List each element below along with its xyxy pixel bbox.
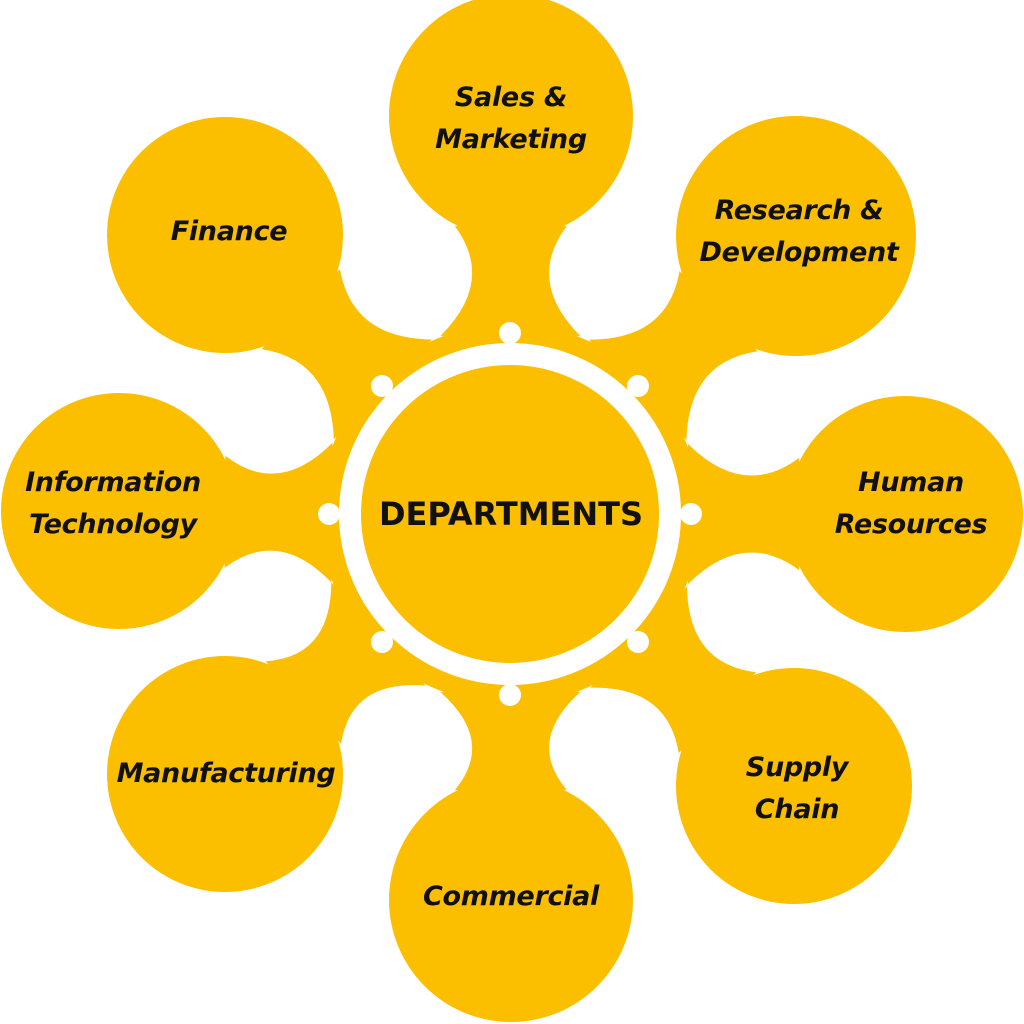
connector-neck (440, 225, 581, 337)
label-line: Chain (754, 794, 840, 825)
node-label-manufacturing: Manufacturing (117, 753, 336, 795)
node-label-supply-chain: Supply Chain (745, 747, 849, 831)
connector-neck (440, 691, 581, 791)
node-circle-finance (107, 117, 343, 353)
ring-dot (499, 684, 521, 706)
node-label-finance: Finance (171, 211, 288, 253)
label-line: Research & (714, 195, 884, 226)
label-line: Finance (170, 216, 288, 247)
label-line: Technology (29, 509, 197, 540)
white-ring (339, 343, 681, 685)
connector-neck (688, 444, 799, 584)
node-circle-commercial (389, 778, 633, 1022)
node-label-information-technology: Information Technology (25, 462, 201, 546)
ring-dot (626, 630, 649, 653)
center-label: DEPARTMENTS (378, 495, 644, 533)
ring-dot (626, 375, 649, 398)
ring-dots-layer (318, 322, 702, 706)
node-label-research-development: Research & Development (699, 190, 898, 274)
label-line: Manufacturing (116, 758, 336, 789)
label-line: Human (858, 467, 964, 498)
node-label-sales-marketing: Sales & Marketing (435, 77, 587, 161)
label-line: Sales & (454, 82, 568, 113)
node-circle-sales-marketing (389, 0, 633, 238)
connector-neck (224, 442, 333, 583)
ring-dot (318, 503, 340, 525)
label-line: Commercial (423, 881, 599, 912)
label-line: Marketing (435, 124, 587, 155)
node-circle-research-development (676, 116, 916, 356)
node-circle-supply-chain (676, 668, 912, 904)
label-line: Supply (745, 752, 849, 783)
ring-dot (371, 375, 394, 398)
node-label-human-resources: Human Resources (835, 462, 988, 546)
node-circle-human-resources (787, 396, 1023, 632)
label-line: Resources (834, 509, 988, 540)
ring-dot (371, 630, 394, 653)
node-circle-manufacturing (107, 656, 343, 892)
ring-dot (680, 503, 702, 525)
node-circle-information-technology (1, 393, 237, 629)
center-circle (362, 366, 658, 662)
ring-dot (499, 322, 521, 344)
label-line: Information (25, 467, 201, 498)
node-label-commercial: Commercial (423, 876, 599, 918)
label-line: Development (699, 237, 899, 268)
